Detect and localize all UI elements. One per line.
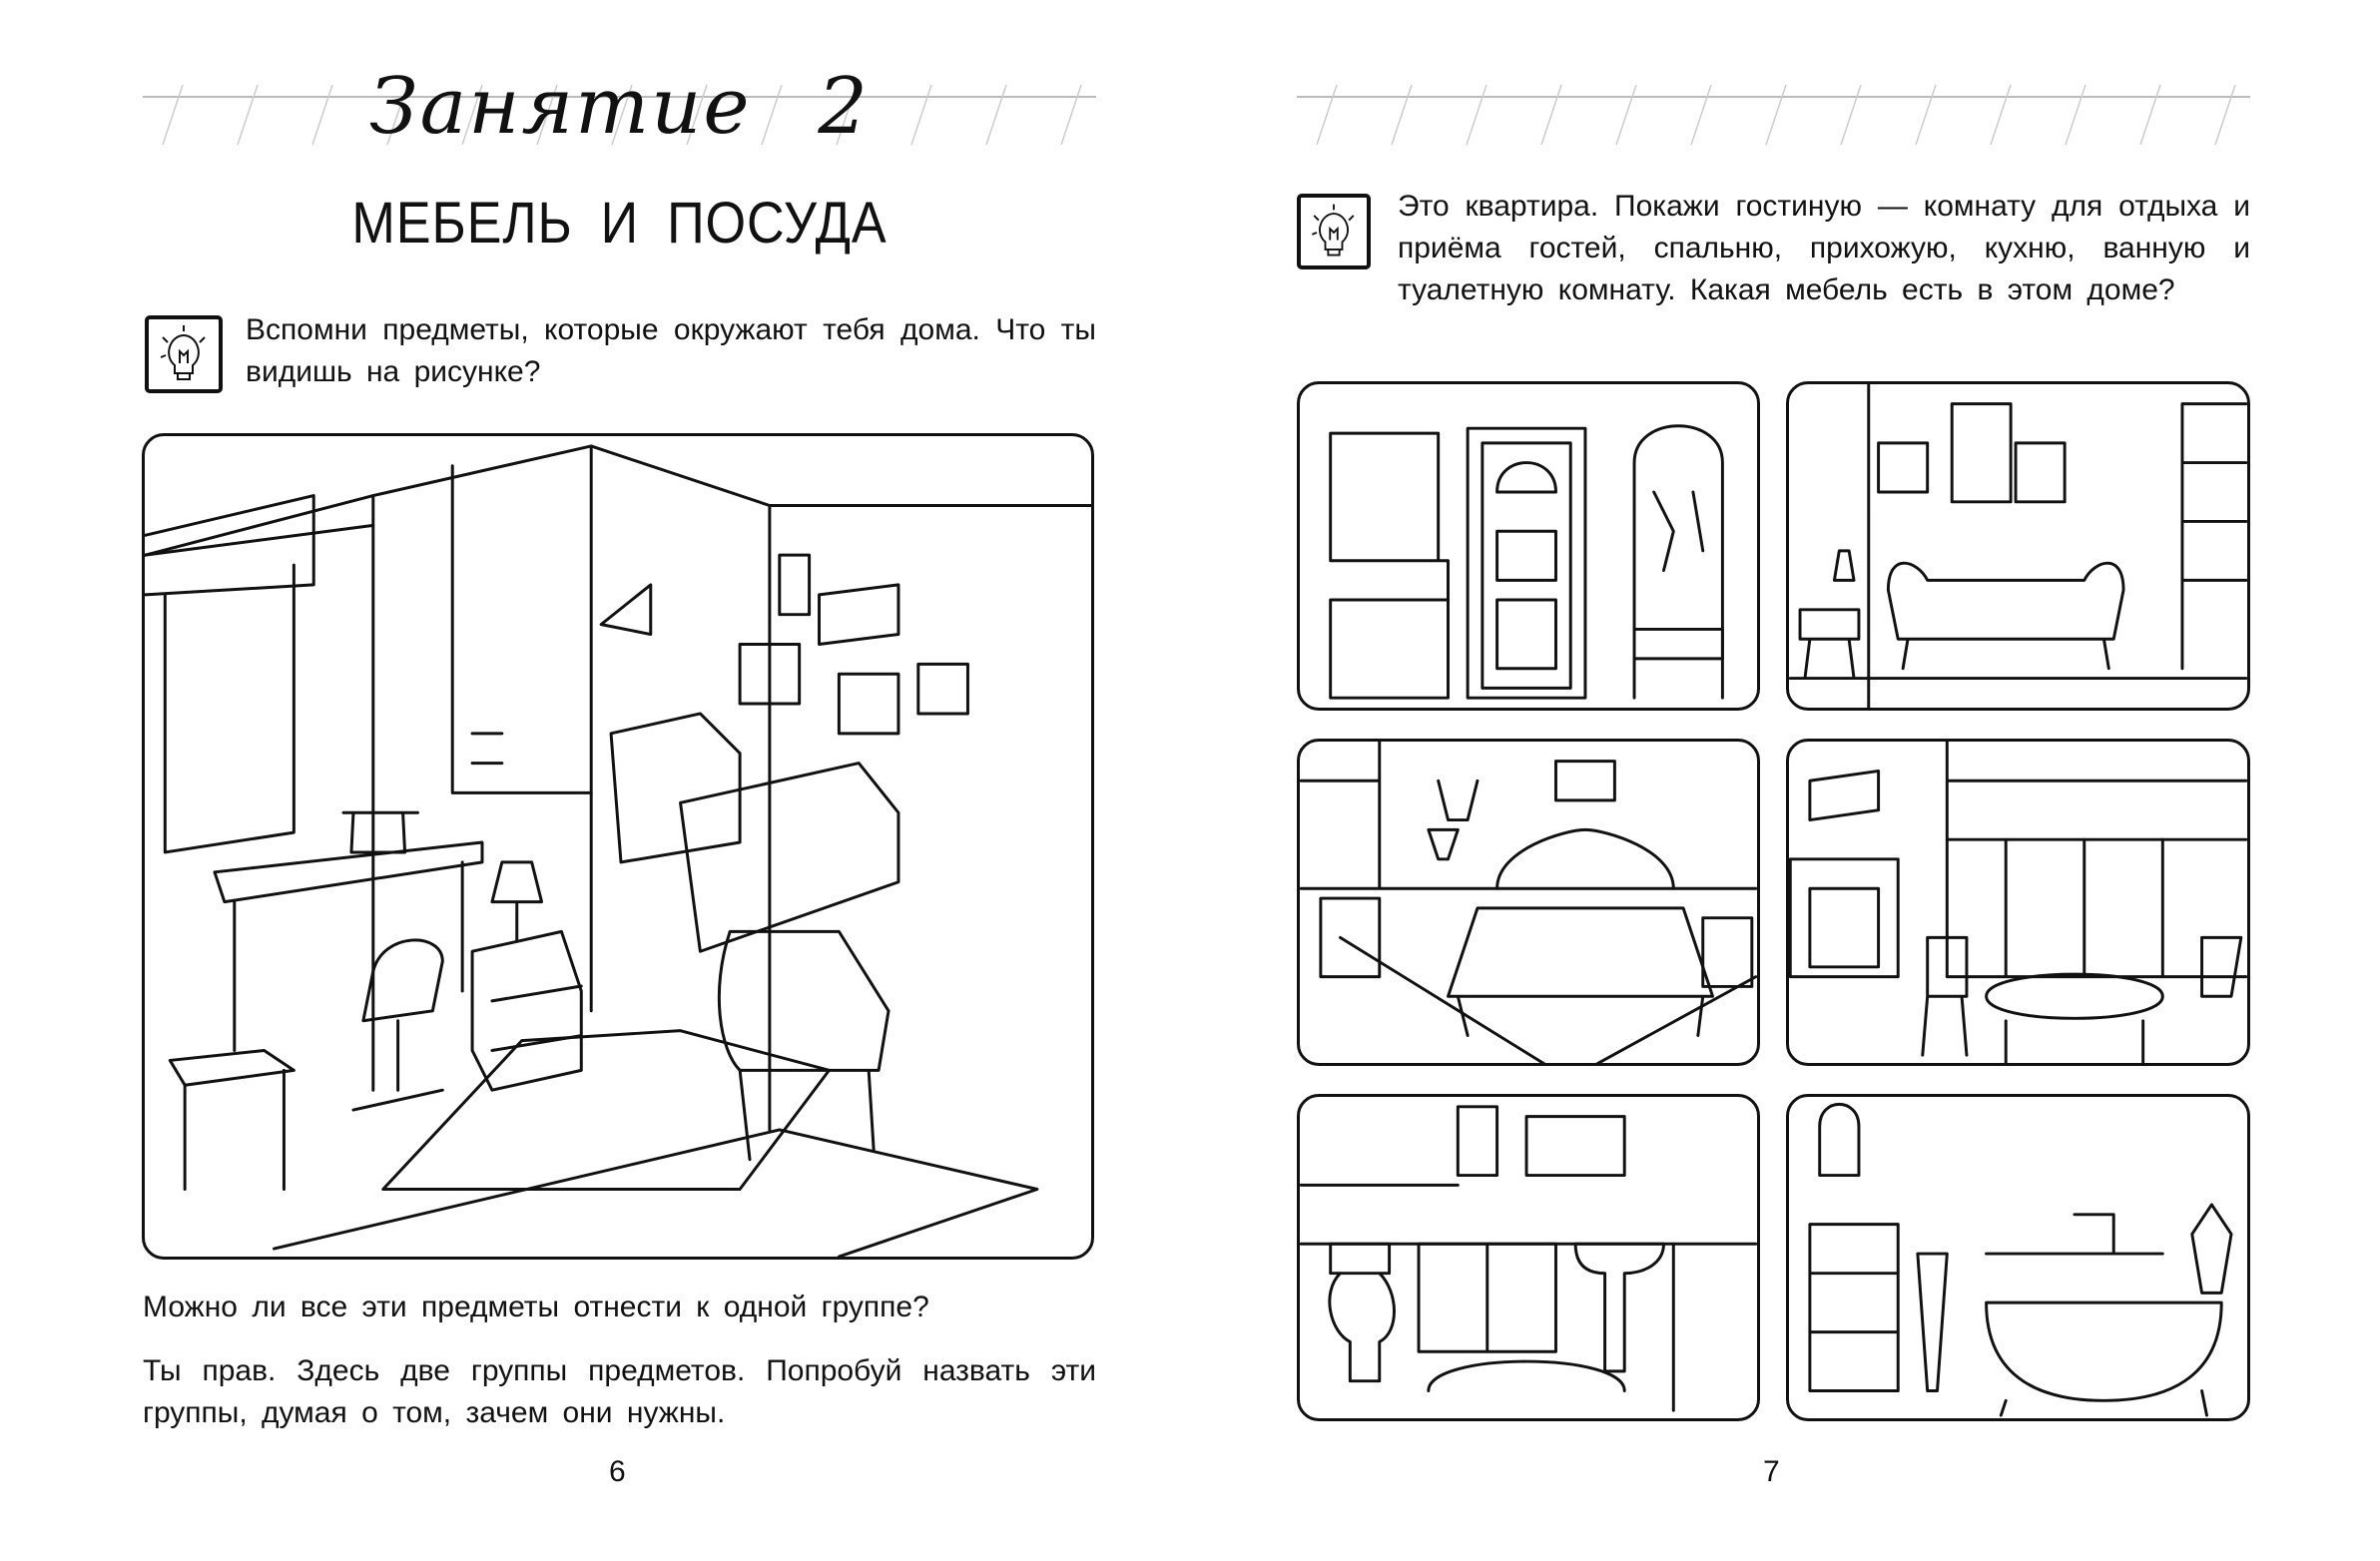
kitchen-illustration (1786, 739, 2250, 1066)
answer-text: Ты прав. Здесь две группы предметов. Поп… (143, 1354, 1096, 1429)
page-number-left: 6 (609, 1455, 626, 1488)
calligraphy-ruling-right (1297, 85, 2250, 145)
lightbulb-icon (1297, 194, 1371, 269)
living-room-illustration (1786, 381, 2250, 711)
instruction-text: Вспомни предметы, которые окружают тебя … (246, 313, 1096, 388)
bedroom-illustration (142, 433, 1094, 1260)
bedroom-room-illustration (1297, 739, 1760, 1066)
bathroom-illustration (1786, 1094, 2250, 1421)
page-number-right: 7 (1763, 1455, 1780, 1488)
instruction-text: Это квартира. Покажи гостиную — комнату … (1398, 190, 2250, 306)
lesson-title: Занятие 2 (369, 62, 870, 152)
question-text: Можно ли все эти предметы отнести к одно… (143, 1291, 929, 1323)
calligraphy-ruling-left (143, 85, 1096, 145)
lightbulb-icon (145, 315, 223, 393)
topic-title: МЕБЕЛЬ И ПОСУДА (351, 191, 888, 256)
toilet-illustration (1297, 1094, 1760, 1421)
hallway-illustration (1297, 381, 1760, 711)
